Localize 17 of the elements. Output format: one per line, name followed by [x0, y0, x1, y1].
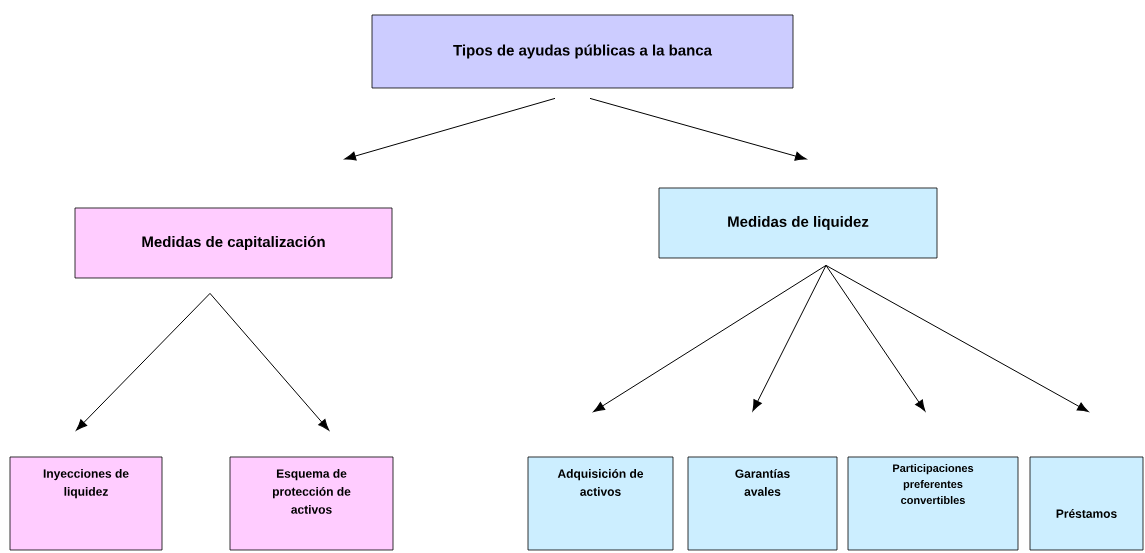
- arrow: [75, 292, 211, 431]
- arrow: [209, 292, 330, 431]
- item-box: Adquisición de activos: [527, 456, 674, 551]
- item-box: Préstamos: [1029, 456, 1144, 551]
- category-box: Medidas de liquidez: [658, 187, 938, 259]
- item-box: Participaciones preferentes convertibles: [847, 456, 1019, 551]
- arrow: [344, 97, 556, 161]
- item-box: Esquema de protección de activos: [229, 456, 394, 551]
- arrow: [589, 97, 807, 161]
- arrow: [825, 264, 926, 412]
- arrow: [825, 264, 1089, 413]
- arrow: [752, 264, 827, 412]
- arrow: [593, 264, 827, 412]
- item-box: Garantías avales: [687, 456, 838, 551]
- title-box: Tipos de ayudas públicas a la banca: [371, 14, 794, 89]
- category-box: Medidas de capitalización: [74, 207, 393, 279]
- item-box: Inyecciones de liquidez: [9, 456, 163, 551]
